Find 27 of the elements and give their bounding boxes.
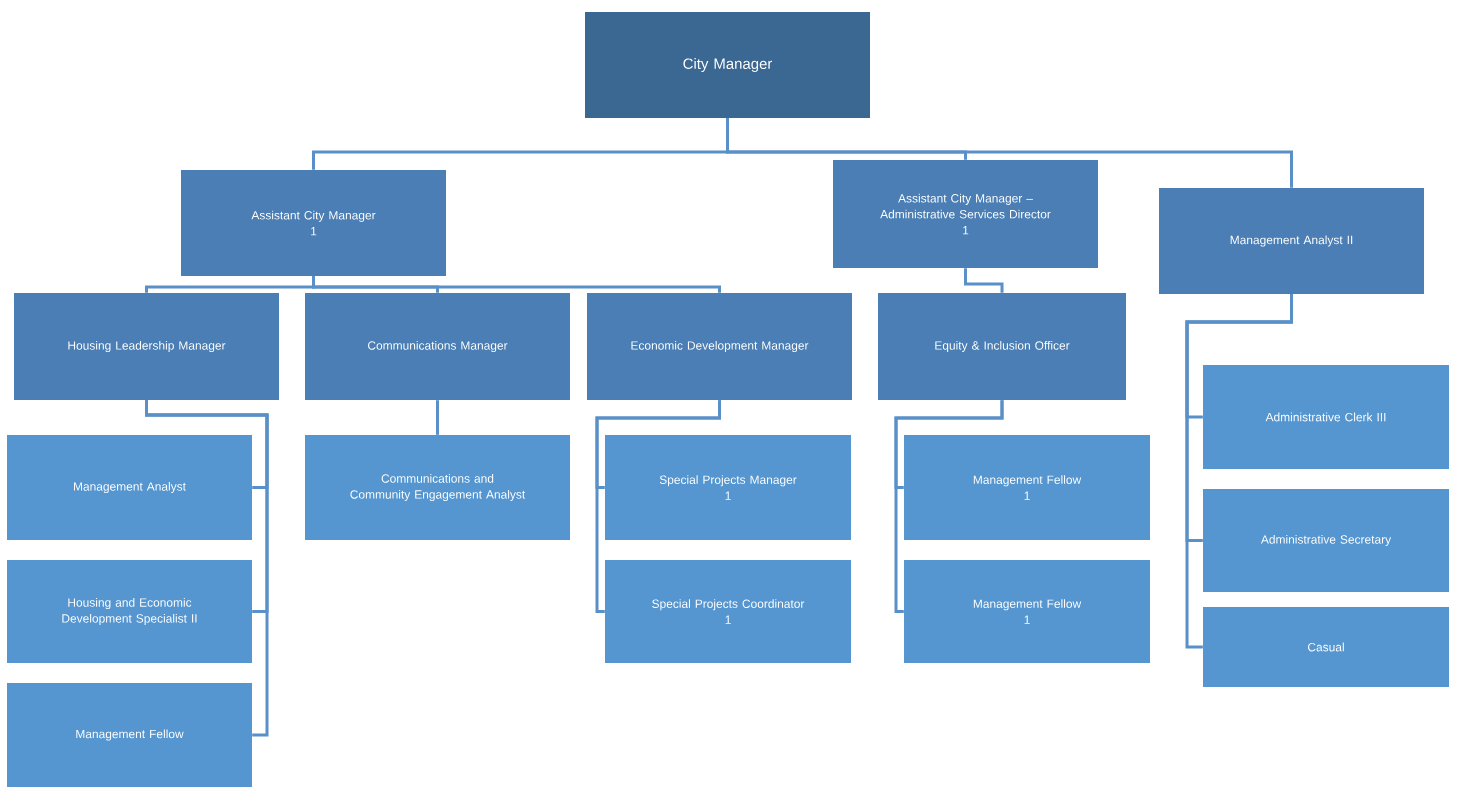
connector-line (312, 276, 721, 293)
position-box: Equity & Inclusion Officer (878, 293, 1126, 400)
position-box: Management Fellow 1 (904, 435, 1150, 540)
position-box: Management Analyst (7, 435, 252, 540)
position-box: Management Analyst II (1159, 188, 1424, 294)
position-box: Housing and Economic Development Specialist II (7, 560, 252, 663)
position-box: Communications Manager (305, 293, 570, 400)
title-box: City Manager (585, 12, 870, 118)
connector-line (145, 400, 269, 737)
position-box: Management Fellow 1 (904, 560, 1150, 663)
position-box: Administrative Clerk III (1203, 365, 1449, 469)
connector-line (726, 118, 1293, 188)
position-box: Assistant City Manager – Administrative Services Director 1 (833, 160, 1098, 268)
position-box: Assistant City Manager 1 (181, 170, 446, 276)
position-box: Communications and Community Engagement Analyst (305, 435, 570, 540)
position-box: Administrative Secretary (1203, 489, 1449, 592)
position-box: Economic Development Manager (587, 293, 852, 400)
position-box: Special Projects Coordinator 1 (605, 560, 851, 663)
connector-line (436, 400, 439, 435)
position-box: Housing Leadership Manager (14, 293, 279, 400)
position-box: Special Projects Manager 1 (605, 435, 851, 540)
connector-line (1185, 294, 1293, 649)
connector-line (894, 400, 1004, 613)
connector-line (595, 400, 721, 613)
connector-line (964, 268, 1004, 293)
position-box: Casual (1203, 607, 1449, 687)
position-box: Management Fellow (7, 683, 252, 787)
